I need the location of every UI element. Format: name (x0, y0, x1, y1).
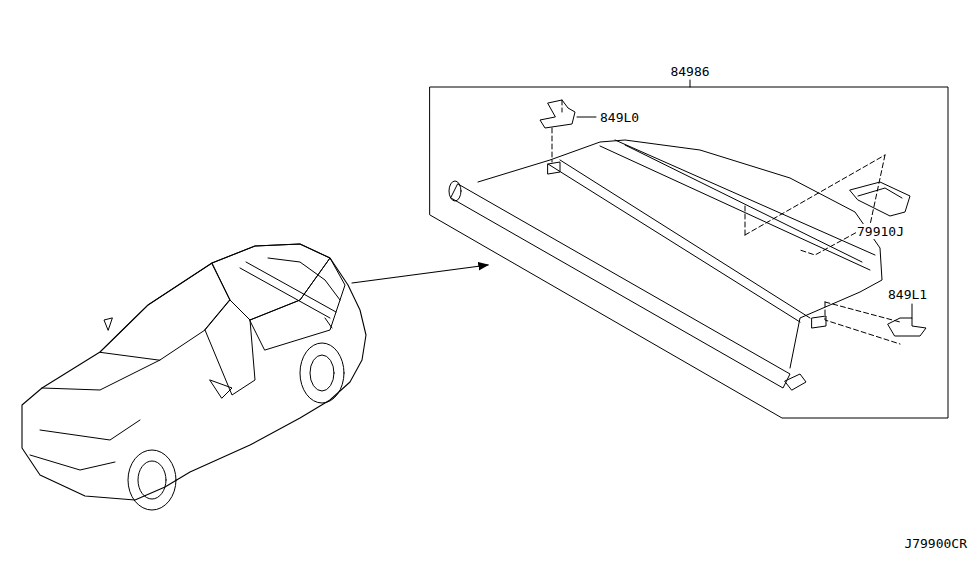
diagram-code: J79900CR (903, 536, 968, 551)
leader-line (690, 80, 691, 87)
part-number: 84986 (669, 64, 710, 79)
part-number: 849L1 (887, 287, 928, 302)
part-number: 79910J (856, 224, 905, 239)
tonneau-cover (449, 140, 882, 390)
clip-part (825, 302, 926, 344)
vehicle-illustration (22, 244, 366, 510)
assembly-frame (430, 87, 948, 418)
clip-part (540, 100, 596, 162)
pointer-arrow (352, 265, 488, 283)
handle-part (745, 155, 910, 255)
part-number: 849L0 (599, 110, 640, 125)
